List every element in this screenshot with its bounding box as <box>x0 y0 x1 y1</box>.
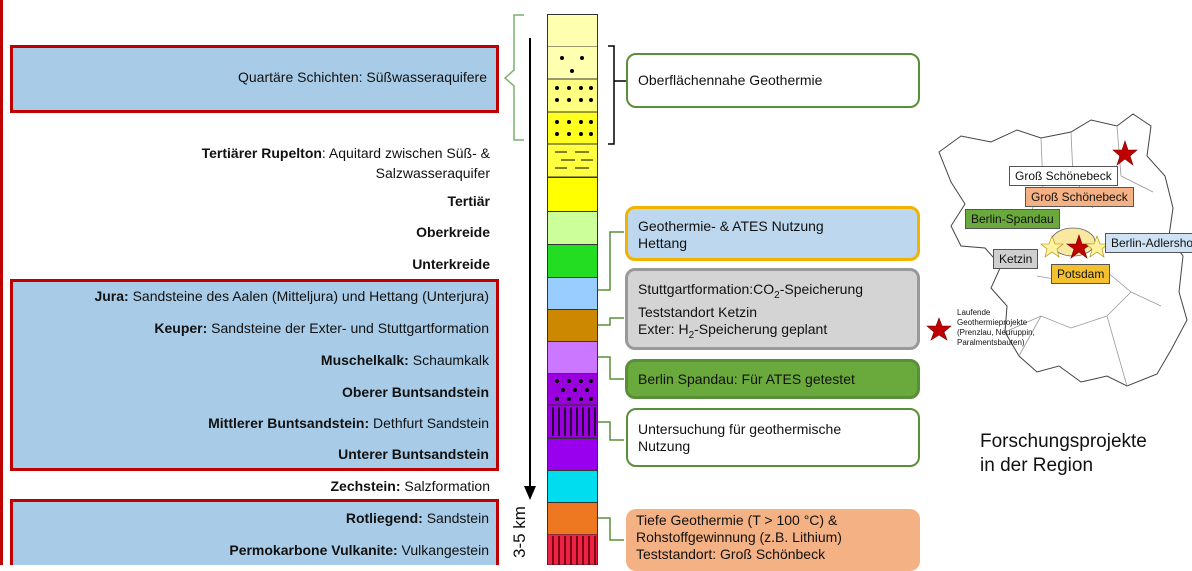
rotliegend-box: Rotliegend: Sandstein Permokarbone Vulka… <box>10 499 499 565</box>
rupelton-line2: Salzwasseraquifer <box>375 165 490 181</box>
col-seg-unterkreide <box>547 244 598 277</box>
col-seg-oberkreide <box>547 211 598 244</box>
col-seg-mittlerer-bunt <box>547 405 598 438</box>
col-seg-permokarbon <box>547 534 598 565</box>
muschelkalk-row: Muschelkalk: Schaumkalk <box>320 352 489 368</box>
col-seg-rupelton <box>547 144 598 177</box>
col-seg-oberer-bunt <box>547 373 598 405</box>
mesozoic-aquifer-box: Jura: Sandsteine des Aalen (Mitteljura) … <box>10 279 499 471</box>
region-map: Groß Schönebeck Groß Schönebeck Berlin-S… <box>921 96 1192 401</box>
col-seg-jura <box>547 277 598 309</box>
col-seg-zechstein <box>547 470 598 502</box>
unterkreide-label: Unterkreide <box>412 256 490 272</box>
col-seg-unterer-bunt <box>547 438 598 470</box>
connector-brackets <box>598 45 628 541</box>
keuper-row: Keuper: Sandsteine der Exter- und Stuttg… <box>154 320 489 336</box>
brandenburg-map-outline <box>926 113 1188 387</box>
col-seg-1 <box>547 14 598 46</box>
quartaer-label: Quartäre Schichten: Süßwasseraquifere <box>237 69 487 85</box>
quartaer-brace <box>503 14 524 141</box>
map-tag-potsdam: Potsdam <box>1051 264 1111 284</box>
oberer-buntsandstein-row: Oberer Buntsandstein <box>341 384 489 400</box>
callout-tiefe-geothermie: Tiefe Geothermie (T > 100 °C) &Rohstoffg… <box>626 509 920 571</box>
depth-arrow-head <box>524 486 536 500</box>
col-seg-keuper <box>547 309 598 341</box>
depth-label: 3-5 km <box>510 506 529 558</box>
callout-berlin-spandau: Berlin Spandau: Für ATES getestet <box>625 359 920 399</box>
col-seg-rotliegend <box>547 502 598 534</box>
callout-stuttgart-ketzin: Stuttgartformation:CO2-Speicherung Tests… <box>625 268 920 350</box>
permokarbon-row: Permokarbone Vulkanite: Vulkangestein <box>229 542 489 558</box>
map-tag-gross-schoenebeck-1: Groß Schönebeck <box>1009 166 1118 186</box>
col-seg-muschelkalk <box>547 341 598 373</box>
jura-row: Jura: Sandsteine des Aalen (Mitteljura) … <box>94 288 489 304</box>
depth-arrow-graphic <box>503 14 536 500</box>
map-tag-ketzin: Ketzin <box>993 249 1039 269</box>
map-legend: Laufende Geothermieprojekte (Prenzlau, N… <box>957 308 1035 347</box>
left-red-edge <box>0 0 3 565</box>
map-tag-berlin-spandau: Berlin-Spandau <box>965 209 1060 229</box>
callout-oberflaechennah: Oberflächennahe Geothermie <box>626 53 920 108</box>
rupelton-label: Tertiärer Rupelton: Aquitard zwischen Sü… <box>202 143 490 183</box>
unterer-buntsandstein-row: Unterer Buntsandstein <box>338 446 489 462</box>
rupelton-rest: : Aquitard zwischen Süß- & <box>321 145 490 161</box>
map-tag-berlin-adlershof: Berlin-Adlershof <box>1105 233 1192 253</box>
rupelton-bold: Tertiärer Rupelton <box>201 145 322 161</box>
col-seg-tertiaer <box>547 177 598 211</box>
depth-label-wrap: 3-5 km <box>504 500 534 565</box>
oberkreide-label: Oberkreide <box>416 224 490 240</box>
quartaer-box: Quartäre Schichten: Süßwasseraquifere <box>10 45 499 113</box>
rotliegend-row: Rotliegend: Sandstein <box>345 510 489 526</box>
tertiaer-label: Tertiär <box>447 193 490 209</box>
mittlerer-buntsandstein-row: Mittlerer Buntsandstein: Dethfurt Sandst… <box>208 415 489 431</box>
map-tag-gross-schoenebeck-2: Groß Schönebeck <box>1025 187 1134 207</box>
col-seg-quartaer <box>547 46 598 144</box>
zechstein-label: Zechstein: Salzformation <box>330 478 491 494</box>
